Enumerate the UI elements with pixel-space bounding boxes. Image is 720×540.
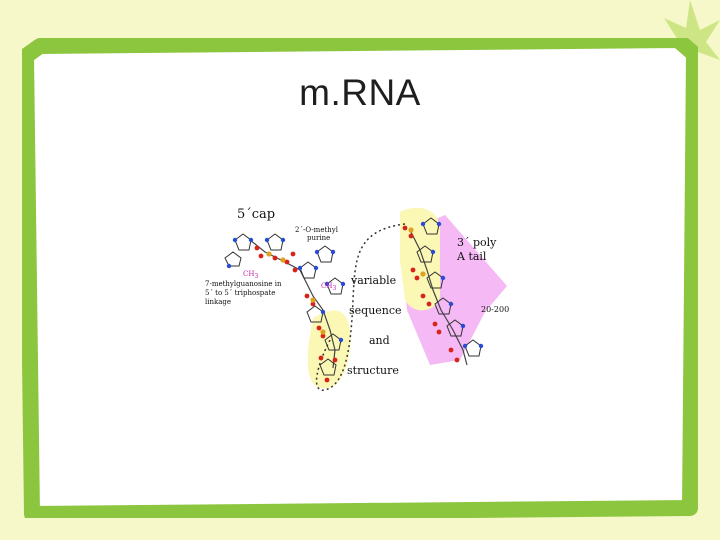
variable-label: sequence: [349, 304, 402, 317]
slide-title: m.RNA: [299, 72, 421, 113]
polya-label: A tail: [456, 250, 487, 263]
variable-label: and: [369, 334, 390, 347]
linkage-label: 7-methylguanosine in: [205, 280, 282, 288]
nitrogen-atoms: [226, 221, 484, 349]
oxygen-atoms: [254, 225, 460, 383]
rna-backbone: [249, 229, 468, 369]
ch3-label: CH3: [243, 270, 258, 280]
cap-label: 5´cap: [237, 207, 275, 222]
polya-length-label: 20-200: [481, 305, 509, 314]
nucleotide-bases: [224, 217, 482, 376]
methyl-purine-label: 2´-O-methyl: [295, 225, 339, 234]
methyl-purine-label: purine: [307, 234, 330, 242]
linkage-label: linkage: [205, 298, 231, 306]
polya-label: 3´ poly: [457, 236, 497, 249]
variable-label: structure: [347, 364, 399, 377]
mrna-structure-diagram: 5´cap 2´-O-methyl purine CH3 CH3 7-methy…: [205, 207, 509, 391]
variable-loop-line: [315, 223, 406, 391]
slide-frame: [22, 38, 698, 518]
variable-label: variable: [350, 274, 396, 287]
phosphorus-atoms: [266, 227, 426, 335]
linkage-label: 5´ to 5´ triphospate: [205, 288, 275, 297]
ch3-label: CH3: [321, 282, 336, 292]
